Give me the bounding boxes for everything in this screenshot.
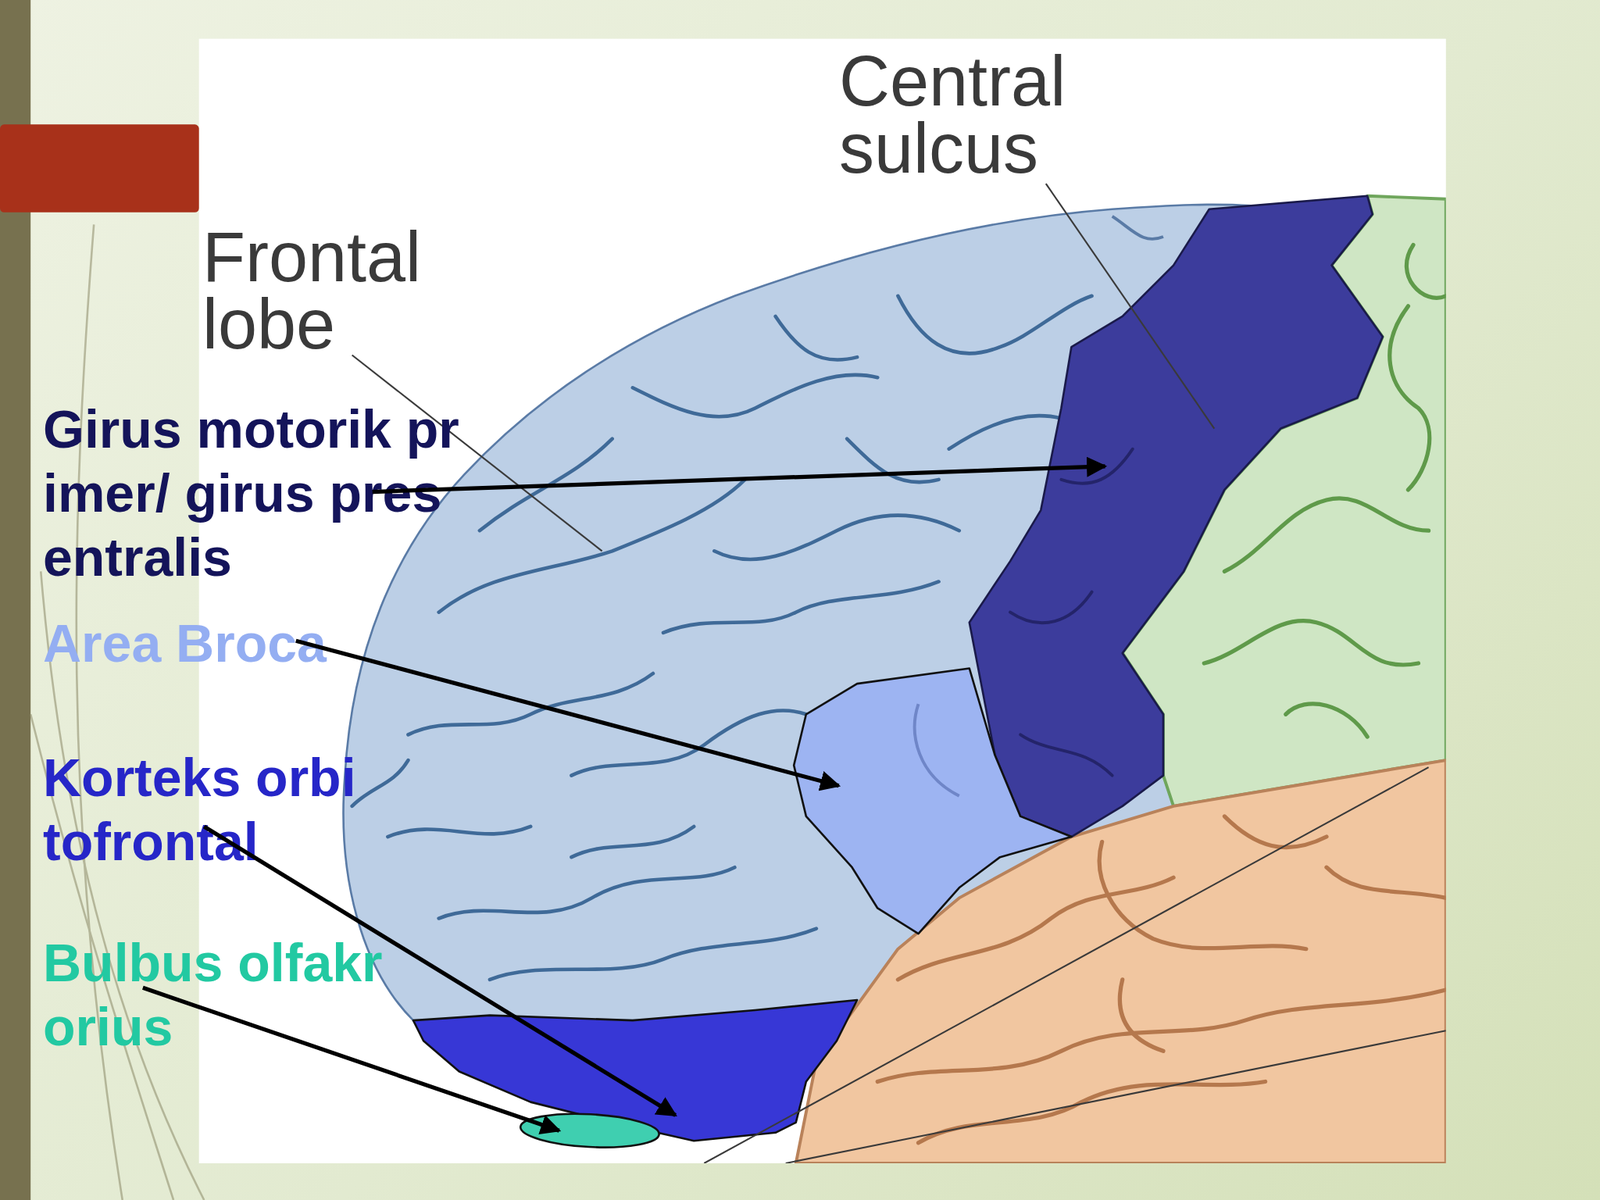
sulcus-line [897, 296, 1092, 354]
callout-label: Korteks orbi tofrontal [42, 745, 497, 874]
sulcus-line [439, 867, 736, 918]
gyrus-line [1203, 621, 1418, 665]
structure-label: Frontal lobe [202, 223, 453, 358]
sulcus-line [949, 415, 1062, 450]
sulcus-line [489, 928, 817, 980]
gyrus-line [918, 1081, 1266, 1143]
sulcus-line [571, 710, 806, 775]
gyrus-line [1326, 867, 1447, 898]
precentral-gyrus [969, 196, 1383, 837]
callout-label: Area Broca [42, 610, 497, 675]
gyrus-line [1099, 842, 1307, 950]
gyrus-line [877, 989, 1447, 1083]
sulcus-line [352, 760, 409, 807]
sulcus-line [571, 826, 694, 858]
pointer-arrow [296, 640, 840, 786]
sulcus-line [846, 439, 940, 483]
gyrus-line [1389, 306, 1430, 490]
sulcus-line [775, 316, 858, 361]
structure-label: Central sulcus [839, 47, 1090, 183]
sulcus-line [1020, 734, 1113, 775]
sulcus-line [1112, 216, 1164, 240]
callout-label: Girus motorik pr imer/ girus pres entral… [42, 396, 497, 590]
sulcus-line [1060, 449, 1133, 484]
broca-area [793, 668, 1072, 935]
leader-line [703, 767, 1429, 1164]
sulcus-line [663, 581, 940, 633]
sulcus-line [1010, 592, 1092, 624]
image-frame [199, 39, 1447, 1164]
sulcus-line [387, 826, 531, 837]
gyrus-line [1119, 979, 1164, 1051]
sulcus-line [632, 375, 878, 417]
gyrus-line [1285, 703, 1368, 737]
gyrus-line [1406, 244, 1446, 298]
sulcus-line [714, 515, 959, 561]
gyrus-line [1224, 498, 1429, 572]
callout-label: Bulbus olfakr orius [42, 930, 497, 1059]
olfactory-bulb [519, 1110, 661, 1151]
pointer-arrow [142, 987, 560, 1131]
pointer-arrow [203, 826, 675, 1116]
pointer-arrow [372, 466, 1106, 493]
title-accent [0, 124, 200, 212]
leader-line [1046, 183, 1215, 429]
sulcus-line [407, 673, 653, 735]
sulcus-line [479, 439, 613, 532]
sulcus-line [439, 479, 746, 613]
leader-line [785, 1030, 1447, 1164]
sulcus-line [914, 703, 960, 797]
